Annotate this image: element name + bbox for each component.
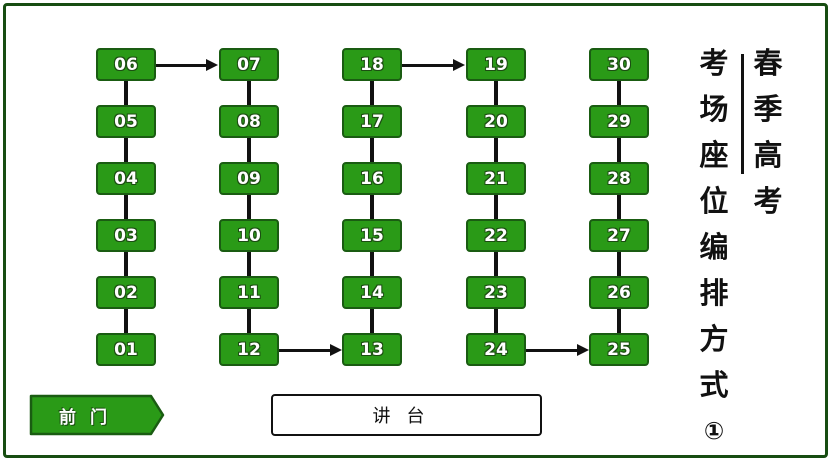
seat: 27 xyxy=(589,219,649,252)
title-divider xyxy=(741,54,744,174)
title-char: 高 xyxy=(753,138,783,172)
podium: 讲台 xyxy=(271,394,542,436)
seat: 07 xyxy=(219,48,279,81)
seat: 19 xyxy=(466,48,526,81)
seat: 13 xyxy=(342,333,402,366)
seat: 10 xyxy=(219,219,279,252)
seat: 25 xyxy=(589,333,649,366)
seat: 30 xyxy=(589,48,649,81)
title-char: 考 xyxy=(699,46,729,80)
seat: 11 xyxy=(219,276,279,309)
arrowhead-icon xyxy=(577,344,589,356)
seat: 26 xyxy=(589,276,649,309)
seat: 24 xyxy=(466,333,526,366)
title-subtitle: 春 季 高 考 xyxy=(748,40,788,224)
title-char: 排 xyxy=(699,276,729,310)
seat: 12 xyxy=(219,333,279,366)
seat: 20 xyxy=(466,105,526,138)
seat: 16 xyxy=(342,162,402,195)
page-title: 考 场 座 位 编 排 方 式 ① xyxy=(694,40,734,454)
seat: 14 xyxy=(342,276,402,309)
seat: 29 xyxy=(589,105,649,138)
title-char: 座 xyxy=(699,138,729,172)
title-char: 考 xyxy=(753,184,783,218)
arrow-24-25 xyxy=(526,349,578,352)
seat: 28 xyxy=(589,162,649,195)
seat: 04 xyxy=(96,162,156,195)
door-arrow-shape-icon xyxy=(29,394,165,436)
seat: 02 xyxy=(96,276,156,309)
arrow-12-13 xyxy=(279,349,331,352)
seat: 06 xyxy=(96,48,156,81)
connector-col1 xyxy=(124,80,128,336)
arrow-18-19 xyxy=(402,64,454,67)
seat: 15 xyxy=(342,219,402,252)
door-label: 前门 xyxy=(59,407,121,428)
seat: 17 xyxy=(342,105,402,138)
seat: 03 xyxy=(96,219,156,252)
title-char: 编 xyxy=(699,230,729,264)
title-char: 位 xyxy=(699,184,729,218)
connector-col5 xyxy=(617,80,621,336)
seat: 09 xyxy=(219,162,279,195)
title-char: 方 xyxy=(699,322,729,356)
arrowhead-icon xyxy=(206,59,218,71)
title-char: 春 xyxy=(753,46,783,80)
title-char: ① xyxy=(703,417,725,445)
connector-col3 xyxy=(370,80,374,336)
title-char: 场 xyxy=(699,92,729,126)
seat: 22 xyxy=(466,219,526,252)
seat: 01 xyxy=(96,333,156,366)
arrowhead-icon xyxy=(330,344,342,356)
front-door: 前门 xyxy=(29,394,165,436)
connector-col4 xyxy=(494,80,498,336)
seat: 21 xyxy=(466,162,526,195)
seat: 08 xyxy=(219,105,279,138)
title-char: 季 xyxy=(753,92,783,126)
arrow-06-07 xyxy=(156,64,208,67)
arrowhead-icon xyxy=(453,59,465,71)
title-char: 式 xyxy=(699,368,729,402)
connector-col2 xyxy=(247,80,251,336)
seat: 18 xyxy=(342,48,402,81)
seat: 05 xyxy=(96,105,156,138)
seat: 23 xyxy=(466,276,526,309)
